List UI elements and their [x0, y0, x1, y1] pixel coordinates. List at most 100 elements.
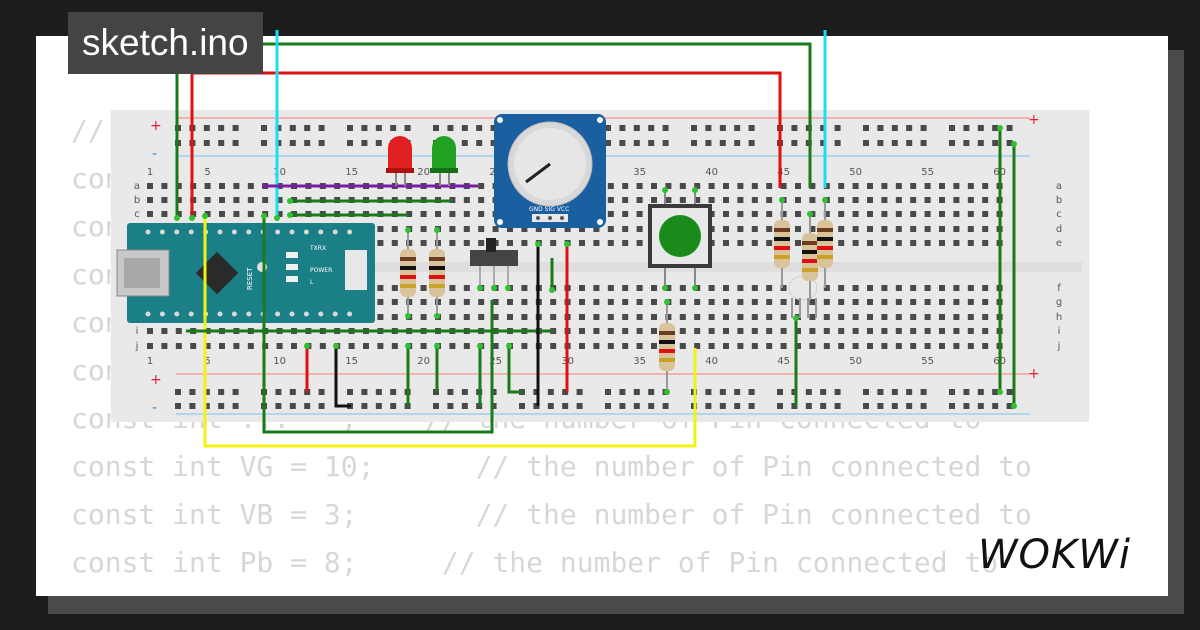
breadboard-hole [521, 226, 528, 232]
breadboard-hole [820, 140, 827, 146]
resistor[interactable] [774, 200, 790, 288]
potentiometer[interactable]: GND SIG VCC [494, 114, 606, 228]
breadboard-hole [838, 299, 845, 305]
breadboard-hole [838, 226, 845, 232]
breadboard-hole [478, 197, 485, 203]
breadboard-hole [662, 140, 669, 146]
breadboard-hole [751, 328, 758, 334]
breadboard-hole [852, 285, 859, 291]
breadboard-hole [891, 389, 898, 395]
wire-green-top[interactable] [175, 42, 812, 218]
breadboard-hole [593, 343, 600, 349]
breadboard-hole [766, 211, 773, 217]
breadboard-hole [478, 314, 485, 320]
breadboard-hole [891, 140, 898, 146]
breadboard-hole [147, 211, 153, 217]
breadboard-hole [593, 240, 600, 246]
breadboard-hole [852, 240, 859, 246]
breadboard-hole [737, 226, 744, 232]
breadboard-hole [751, 240, 758, 246]
breadboard-hole [375, 125, 382, 131]
breadboard-hole [175, 183, 182, 189]
breadboard-hole [622, 226, 629, 232]
led-red[interactable] [386, 136, 414, 186]
pushbutton[interactable] [648, 190, 712, 288]
breadboard-hole [607, 240, 614, 246]
arduino-pin [188, 229, 194, 235]
resistor[interactable] [429, 230, 445, 316]
breadboard-hole [939, 285, 945, 291]
breadboard-hole [550, 226, 557, 232]
breadboard-hole [622, 285, 629, 291]
slide-switch[interactable] [470, 238, 518, 288]
resistor[interactable] [659, 302, 675, 392]
breadboard-hole [982, 240, 989, 246]
breadboard-hole [953, 240, 960, 246]
wire-endpoint [1011, 403, 1017, 409]
resistor[interactable] [817, 200, 833, 288]
breadboard-hole [708, 299, 715, 305]
breadboard-hole [447, 125, 454, 131]
wire-endpoint [434, 227, 440, 233]
column-number: 40 [705, 167, 718, 178]
breadboard-hole [447, 403, 454, 409]
breadboard-hole [391, 285, 398, 291]
breadboard-hole [805, 389, 812, 395]
breadboard-hole [449, 299, 456, 305]
breadboard-hole [390, 403, 397, 409]
breadboard-hole [607, 226, 614, 232]
breadboard-hole [694, 299, 701, 305]
breadboard-hole [622, 299, 629, 305]
breadboard-hole [723, 328, 729, 334]
breadboard-hole [694, 328, 701, 334]
breadboard-hole [967, 314, 974, 320]
rail-plus-right-bottom: + [1028, 366, 1040, 382]
breadboard-hole [895, 211, 902, 217]
breadboard-hole [449, 240, 456, 246]
breadboard-hole [636, 183, 643, 189]
led-tx [286, 252, 298, 258]
breadboard-hole [377, 299, 384, 305]
breadboard-hole [920, 403, 927, 409]
breadboard-hole [406, 240, 413, 246]
breadboard-hole [636, 343, 643, 349]
wire-red-top[interactable] [190, 71, 782, 218]
breadboard-hole [723, 314, 729, 320]
resistor[interactable] [802, 214, 818, 300]
wire-black-short[interactable] [334, 346, 351, 408]
breadboard-hole [705, 125, 712, 131]
breadboard-hole [852, 328, 859, 334]
breadboard-center-gap [136, 262, 1082, 272]
project-title[interactable]: sketch.ino [68, 12, 263, 74]
breadboard-hole [579, 299, 585, 305]
breadboard-hole [939, 240, 945, 246]
wire-endpoint [202, 213, 208, 219]
led-green[interactable] [430, 136, 458, 186]
wire-green-f[interactable] [507, 346, 523, 394]
resistor[interactable] [400, 230, 416, 316]
breadboard-hole [665, 197, 672, 203]
breadboard-hole [823, 328, 830, 334]
breadboard-hole [838, 314, 845, 320]
wire-green-loop[interactable] [262, 216, 494, 434]
breadboard-hole [579, 240, 585, 246]
arduino-nano[interactable]: RESET TXRX POWER L [116, 223, 375, 323]
breadboard-hole [723, 285, 729, 291]
breadboard-hole [564, 226, 571, 232]
breadboard-hole [679, 285, 686, 291]
breadboard-hole [147, 197, 153, 203]
breadboard-hole [651, 314, 657, 320]
breadboard-hole [982, 197, 989, 203]
breadboard-hole [463, 343, 470, 349]
breadboard-hole [607, 197, 614, 203]
breadboard-hole [838, 328, 845, 334]
breadboard-hole [679, 343, 686, 349]
breadboard-hole [219, 343, 225, 349]
breadboard-hole [262, 197, 269, 203]
breadboard-hole [318, 389, 325, 395]
breadboard-hole [910, 183, 917, 189]
breadboard-hole [490, 125, 497, 131]
breadboard-hole [420, 285, 427, 291]
code-line: t int P b = 0 [71, 587, 1167, 595]
